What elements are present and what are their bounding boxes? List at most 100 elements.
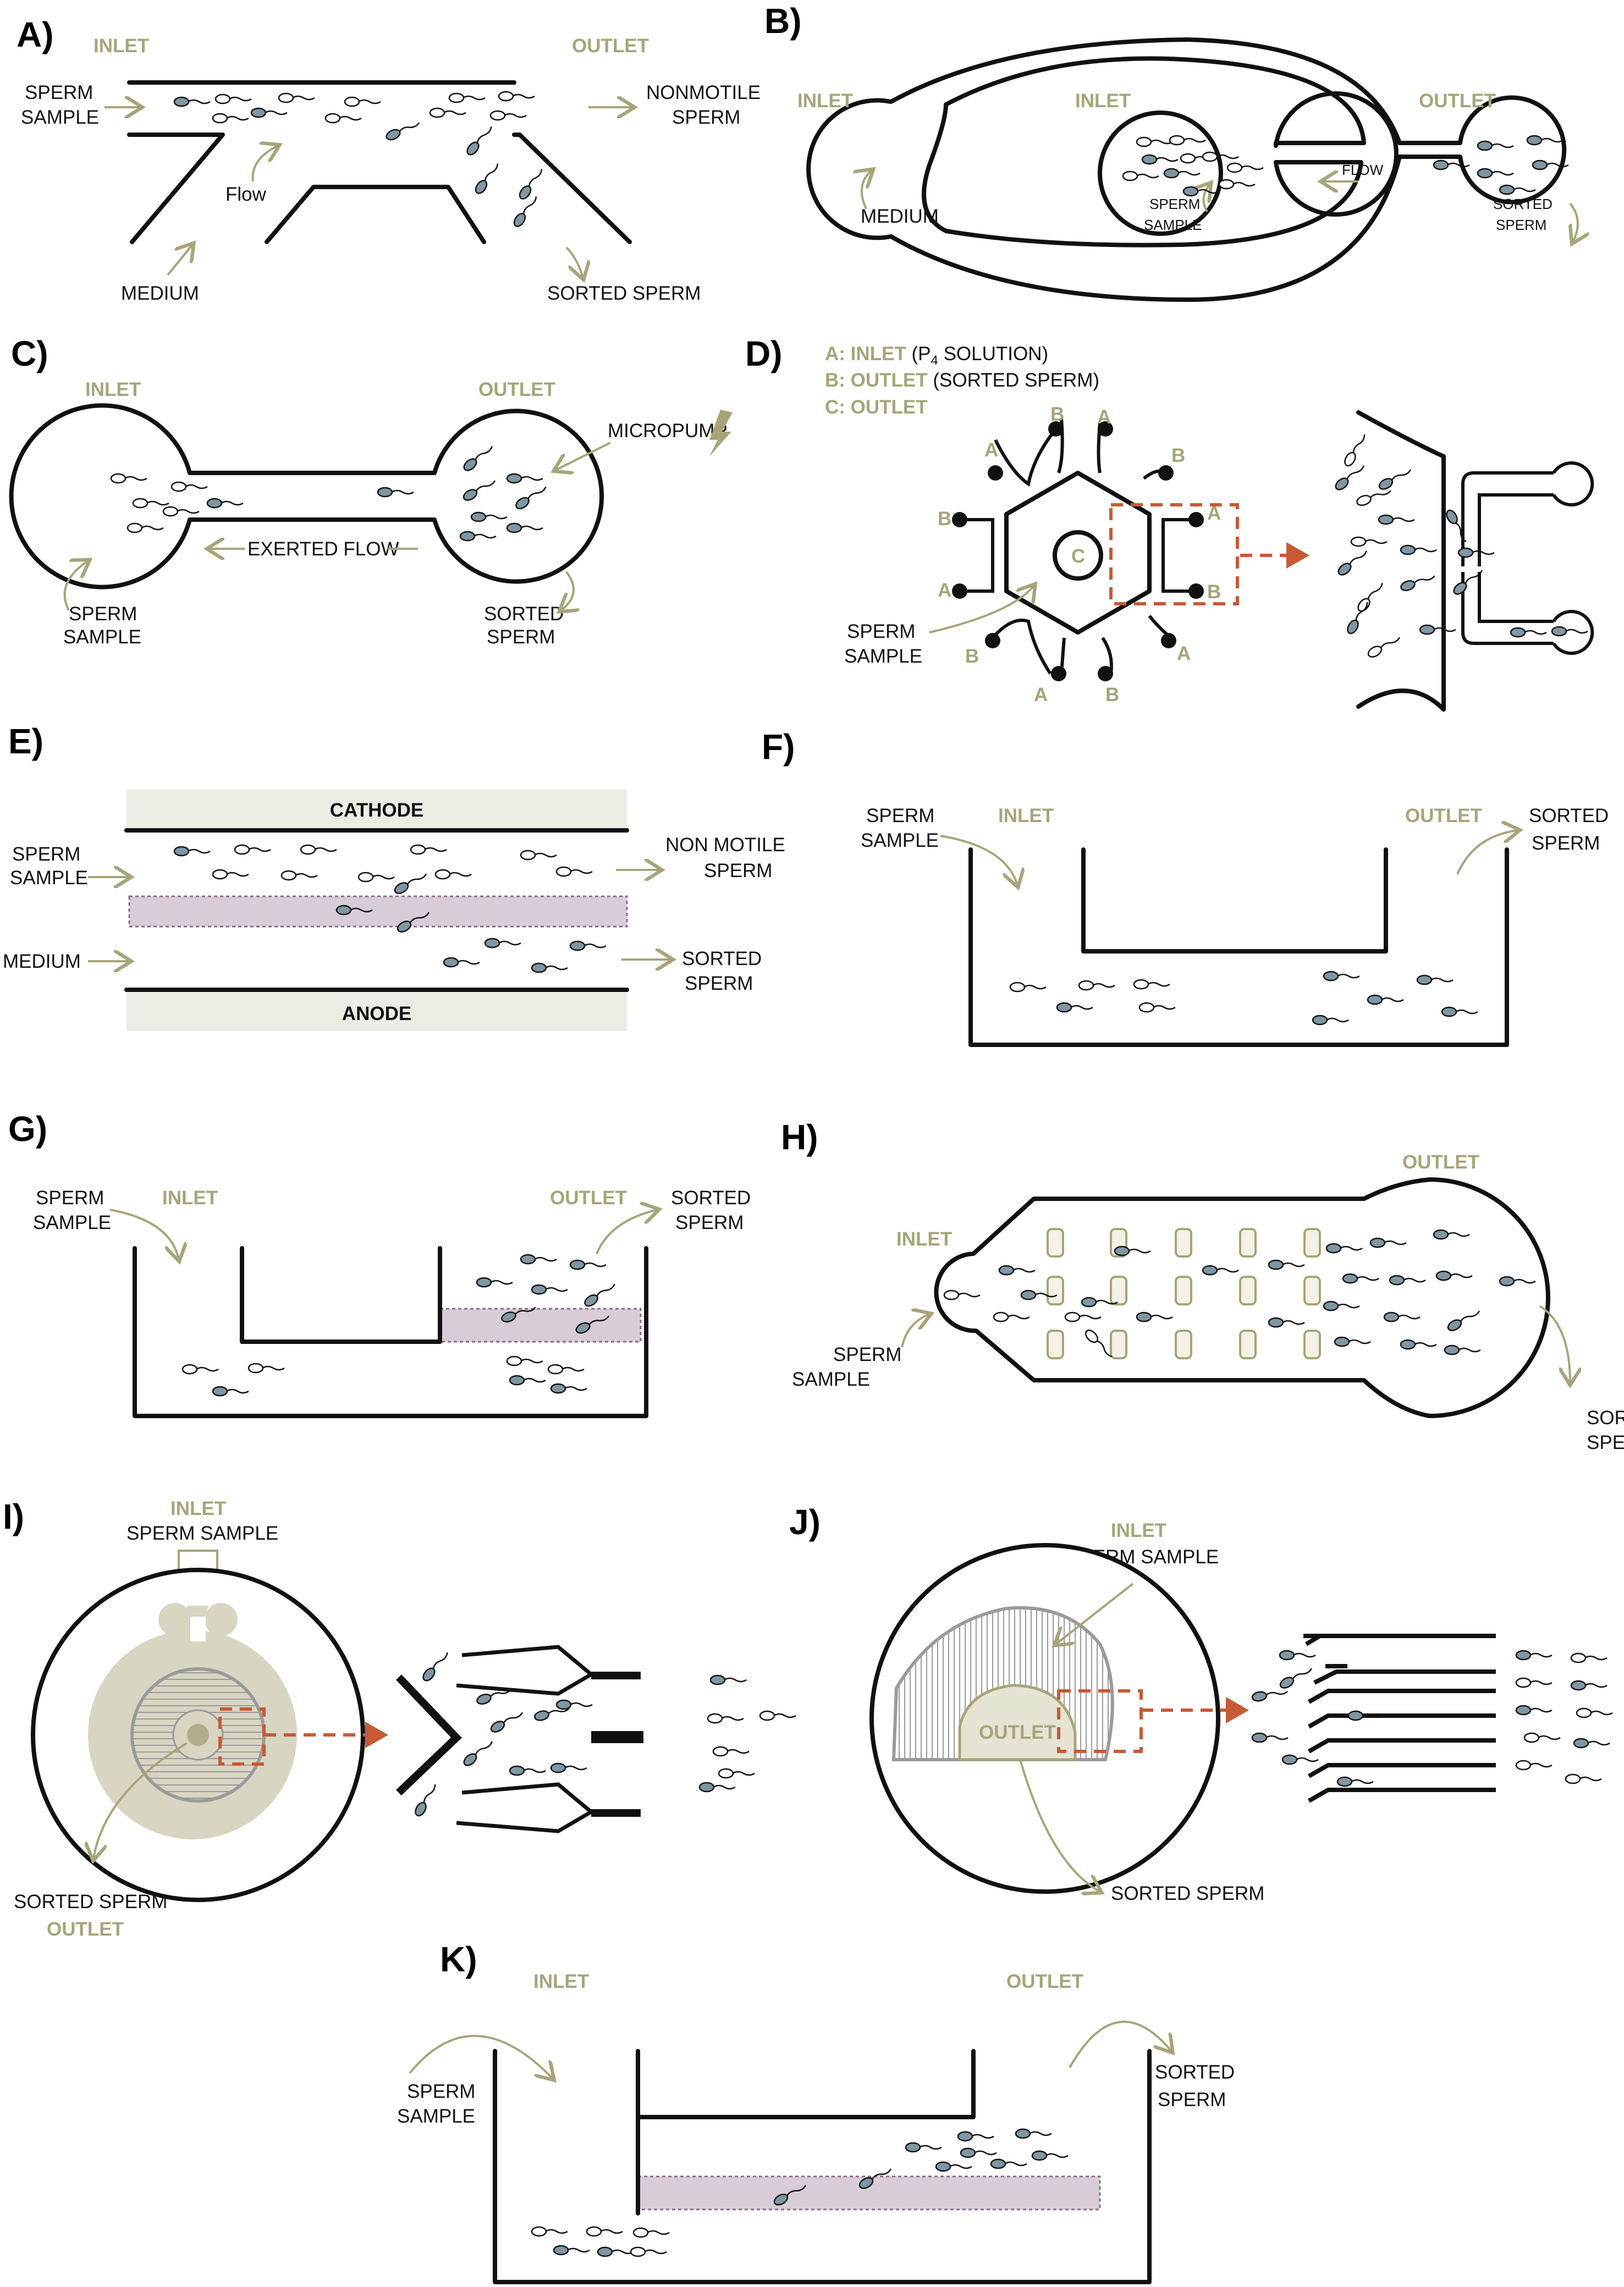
sperm-head [1136, 1311, 1152, 1322]
panel-a-sample-2: SAMPLE [21, 107, 99, 128]
sperm-tail [567, 2247, 590, 2253]
sperm-tail [1023, 984, 1047, 990]
sperm-head [206, 498, 223, 509]
port-b-right [1188, 583, 1204, 599]
sperm-motile [1515, 1650, 1553, 1661]
pillar-array [1047, 1228, 1321, 1359]
sperm-head [1433, 1229, 1449, 1240]
panel-a-nonmotile-2: SPERM [672, 107, 740, 128]
sperm-tail [1348, 1339, 1371, 1344]
sperm-nonmotile [278, 92, 315, 103]
sperm-head [489, 110, 506, 121]
sperm-tail [406, 873, 427, 885]
sperm-motile [1251, 1732, 1289, 1743]
panel-i-inlet: INLET [170, 1498, 226, 1519]
sperm-tail [1587, 1740, 1610, 1746]
sperm-motile [1573, 1738, 1610, 1749]
sperm-head [712, 1746, 729, 1757]
sperm-motile [1457, 547, 1495, 558]
sperm-motile [459, 531, 497, 542]
panel-j-outlet: OUTLET [979, 1722, 1056, 1743]
sperm-head [1136, 136, 1152, 147]
sperm-motile [1281, 1754, 1319, 1765]
sperm-tail [1095, 1299, 1118, 1305]
panel-j-sorted: SORTED SPERM [1111, 1883, 1264, 1904]
sperm-tail [423, 1784, 436, 1804]
sperm-motile [1347, 602, 1368, 635]
sperm-nonmotile [344, 96, 381, 107]
legend-c-key: C: OUTLET [825, 396, 928, 418]
panel-e-id: E) [8, 721, 43, 761]
sperm-head [1020, 1289, 1037, 1300]
sperm-tail [545, 1287, 568, 1292]
sperm-tail [1590, 1710, 1613, 1716]
panel-g-sample-1: SPERM [36, 1187, 104, 1209]
sperm-tail [475, 446, 493, 461]
sperm-head [957, 2131, 973, 2142]
panel-b-inlet-left: INLET [797, 90, 853, 112]
sperm-tail [1012, 1268, 1036, 1273]
sperm-head [1323, 1300, 1339, 1311]
panel-f-sorted-2: SPERM [1532, 833, 1600, 854]
sperm-tail [474, 533, 497, 539]
sperm-head [531, 2226, 547, 2237]
panel-a-flow-arrow [251, 146, 278, 182]
panel-h-inlet: INLET [896, 1228, 952, 1250]
sperm-motile [531, 962, 568, 973]
sperm-tail [1352, 434, 1366, 454]
sperm-tail [409, 912, 430, 924]
sperm-tail [520, 1358, 543, 1364]
sperm-motile [569, 940, 607, 951]
sperm-tail [1584, 1655, 1608, 1661]
j-channel-wall [1308, 1763, 1496, 1778]
sperm-tail [457, 960, 480, 965]
f-reservoir-outer [968, 847, 1509, 1047]
panel-g: G) SPERM SAMPLE INLET OUTLET SORTED SPER… [8, 1109, 751, 1418]
sperm-tail [1455, 1009, 1478, 1015]
sperm-motile [463, 480, 496, 501]
sperm-nonmotile [712, 1746, 750, 1757]
k-membrane [637, 2175, 1101, 2211]
panel-f-sample-1: SPERM [866, 805, 934, 826]
sperm-tail [1565, 629, 1588, 634]
panel-e-medium: MEDIUM [3, 951, 81, 972]
sperm-nonmotile [943, 1289, 981, 1300]
sperm-tail [432, 1652, 448, 1670]
sperm-nonmotile [410, 844, 447, 855]
sperm-head [553, 2245, 569, 2256]
sperm-head [1383, 1311, 1400, 1322]
sperm-head [476, 1694, 492, 1705]
sperm-tail [1540, 137, 1564, 143]
sperm-tail [520, 476, 543, 481]
sperm-head [1515, 1760, 1532, 1771]
sperm-motile [443, 957, 480, 968]
sperm-motile [553, 2245, 590, 2256]
panel-k-outlet-arrow [1069, 2020, 1171, 2068]
sperm-motile [1435, 1270, 1473, 1281]
panel-a-inlet: INLET [93, 35, 149, 57]
sperm-head [234, 844, 250, 855]
upper-left-channel [994, 428, 1058, 487]
i-outlet-core [187, 1724, 209, 1746]
sperm-tail [570, 1702, 593, 1707]
sperm-tail [600, 2229, 623, 2234]
sperm-motile [858, 2168, 892, 2189]
sperm-motile [1510, 627, 1547, 638]
medium-channel [922, 56, 1399, 247]
sperm-head [1015, 2128, 1031, 2139]
panel-h-sample-arrow [901, 1314, 929, 1348]
sperm-motile [476, 1277, 513, 1288]
sperm-tail [1392, 517, 1415, 522]
sperm-head [584, 1294, 598, 1307]
panel-j-inlet-arrow [1056, 1583, 1134, 1644]
panel-k-inlet-arrow [409, 2035, 553, 2079]
sperm-head [569, 1259, 586, 1270]
sperm-tail [971, 2134, 994, 2139]
sperm-tail [1150, 1314, 1173, 1320]
sperm-head [1576, 1707, 1592, 1718]
hexagon-chamber [1004, 471, 1152, 635]
sperm-nonmotile [1122, 170, 1159, 181]
sperm-tail [974, 2150, 997, 2156]
sperm-tail [1381, 997, 1404, 1002]
sperm-tail [1150, 139, 1173, 145]
